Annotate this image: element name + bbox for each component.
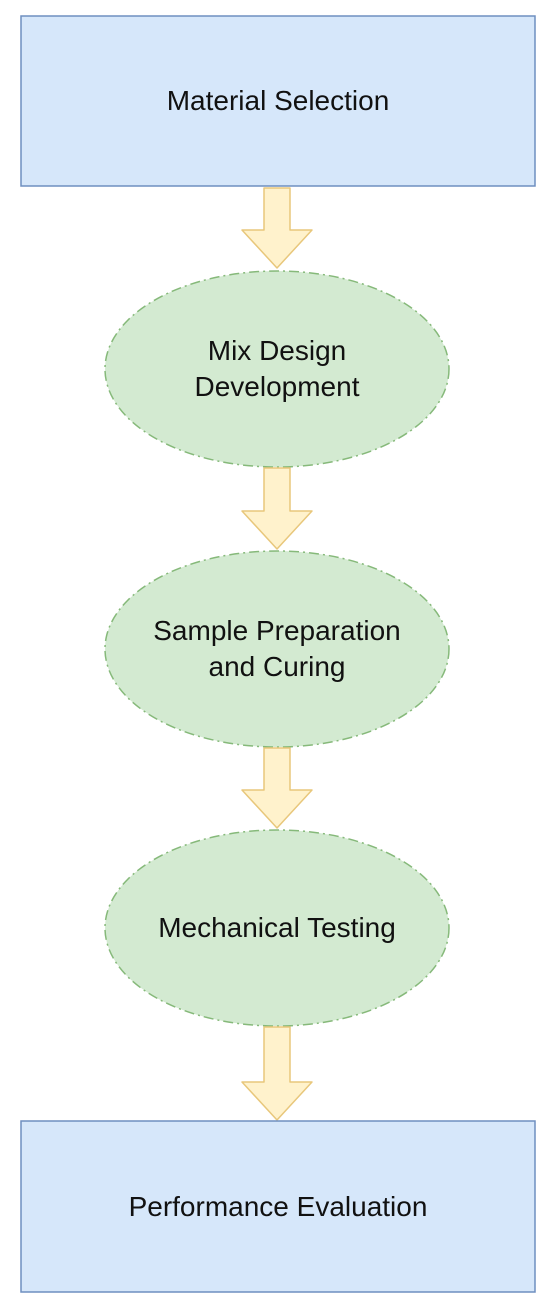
mix-design-development-label: Mix Design Development (194, 335, 360, 402)
mechanical-testing-ellipse (104, 829, 450, 1027)
performance-evaluation-box (20, 1120, 536, 1293)
mix-design-development-ellipse (104, 270, 450, 468)
mechanical-testing-label: Mechanical Testing (158, 912, 396, 943)
material-selection-label: Material Selection (166, 85, 390, 116)
sample-preparation-and-curing-ellipse (104, 550, 450, 748)
arrow-1 (241, 187, 313, 269)
material-selection-box (20, 15, 536, 187)
performance-evaluation-label: Performance Evaluation (128, 1190, 428, 1222)
sample-preparation-and-curing-label: Sample Preparation and Curing (153, 615, 401, 682)
arrow-3 (241, 747, 313, 829)
arrow-4 (241, 1026, 313, 1121)
arrow-2 (241, 467, 313, 550)
